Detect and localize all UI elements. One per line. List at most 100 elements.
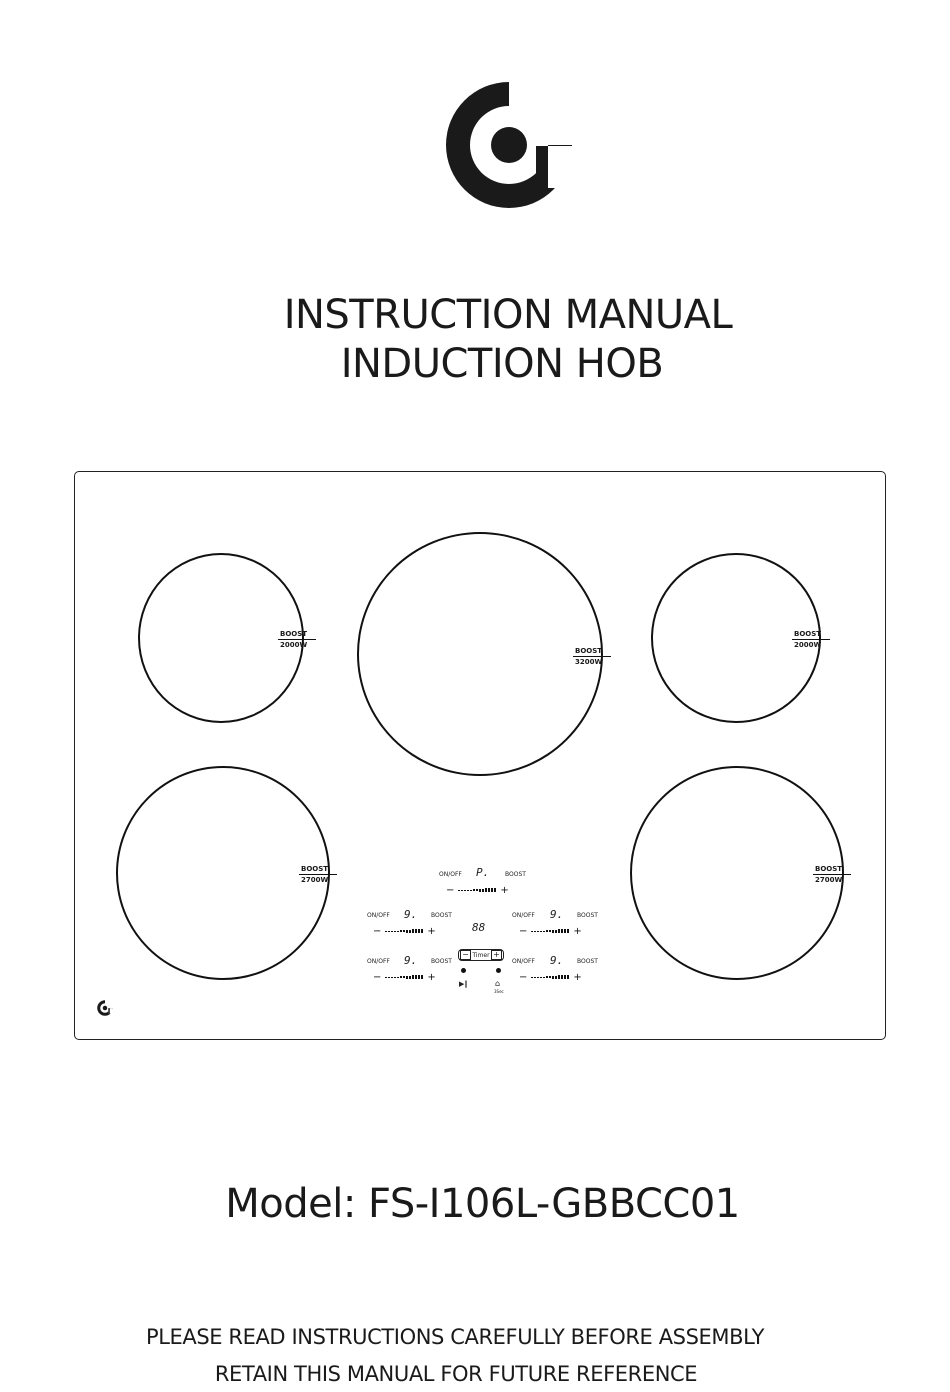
slider-bar <box>552 929 555 933</box>
slider-bar <box>412 975 415 979</box>
slider-bar <box>403 930 406 932</box>
minus-icon: − <box>446 884 455 896</box>
timer-label: Timer <box>472 951 490 959</box>
slider-bar <box>394 930 397 932</box>
slider-bar <box>494 888 497 892</box>
slider-bar <box>534 930 537 932</box>
slider-bars <box>531 975 570 979</box>
slider-bar <box>415 975 418 979</box>
slider-bar <box>479 888 482 892</box>
power-slider-left-upper: − + <box>373 925 436 937</box>
slider-bar <box>549 976 552 978</box>
timer-control: − Timer + <box>458 949 504 961</box>
lock-caption: 3Sec <box>494 989 504 994</box>
slider-bar <box>558 929 561 933</box>
slider-bar <box>561 929 564 933</box>
slider-bar <box>482 888 485 892</box>
instruction-note-1: PLEASE READ INSTRUCTIONS CAREFULLY BEFOR… <box>145 1325 765 1349</box>
plus-icon: + <box>573 971 582 983</box>
slider-bar <box>409 975 412 979</box>
zone-rear-left <box>138 553 304 723</box>
slider-bar <box>406 929 409 933</box>
timer-minus-icon: − <box>460 950 471 960</box>
slider-bar <box>531 930 534 932</box>
slider-bar <box>397 930 400 932</box>
slider-bar <box>400 930 403 932</box>
on-off-label: ON/OFF <box>512 958 535 965</box>
slider-bar <box>470 889 473 891</box>
title-line-1: INSTRUCTION MANUAL <box>283 292 733 338</box>
slider-bar <box>406 975 409 979</box>
zone-front-right-label: BOOST 2700W <box>813 864 851 885</box>
slider-bar <box>567 975 570 979</box>
slider-bar <box>540 930 543 932</box>
slider-bars <box>458 888 497 892</box>
slider-bar <box>400 976 403 978</box>
minus-icon: − <box>519 925 528 937</box>
slider-bar <box>403 976 406 978</box>
slider-bar <box>385 930 388 932</box>
plus-icon: + <box>427 971 436 983</box>
zone-rear-center-label: BOOST 3200W <box>573 646 611 667</box>
zone-front-right <box>630 766 844 980</box>
center-display: P. <box>476 866 490 879</box>
zone-rear-right <box>651 553 821 723</box>
on-off-label: ON/OFF <box>367 912 390 919</box>
zone-front-left-label: BOOST 2700W <box>299 864 337 885</box>
slider-bar <box>552 975 555 979</box>
boost-label: BOOST <box>577 958 598 965</box>
slider-bar <box>488 888 491 892</box>
boost-label: BOOST <box>431 912 452 919</box>
boost-label: BOOST <box>813 864 851 875</box>
slider-bar <box>561 975 564 979</box>
timer-plus-icon: + <box>491 950 502 960</box>
minus-icon: − <box>519 971 528 983</box>
zone-front-left <box>116 766 330 980</box>
boost-label: BOOST <box>431 958 452 965</box>
on-off-label: ON/OFF <box>439 871 462 878</box>
slider-bar <box>467 889 470 891</box>
slider-bar <box>558 975 561 979</box>
pause-indicator-dot <box>461 968 466 973</box>
slider-bar <box>391 976 394 978</box>
slider-bar <box>418 929 421 933</box>
slider-bar <box>543 976 546 978</box>
minus-icon: − <box>373 925 382 937</box>
power-label: 2700W <box>301 876 329 884</box>
minus-icon: − <box>373 971 382 983</box>
slider-bar <box>546 976 549 978</box>
power-slider-left-lower: − + <box>373 971 436 983</box>
boost-label: BOOST <box>573 646 611 657</box>
slider-bars <box>385 975 424 979</box>
slider-bar <box>476 889 479 891</box>
power-label: 3200W <box>575 658 603 666</box>
slider-bar <box>531 976 534 978</box>
brand-logo-icon <box>446 82 572 208</box>
lock-indicator-dot <box>496 968 501 973</box>
slider-bar <box>394 976 397 978</box>
slider-bar <box>473 889 476 891</box>
slider-bar <box>546 930 549 932</box>
slider-bar <box>549 930 552 932</box>
boost-label: BOOST <box>505 871 526 878</box>
on-off-label: ON/OFF <box>512 912 535 919</box>
slider-bar <box>564 929 567 933</box>
slider-bars <box>531 929 570 933</box>
zone-rear-center <box>357 532 603 776</box>
plus-icon: + <box>427 925 436 937</box>
zone-rear-left-label: BOOST 2000W <box>278 629 316 650</box>
slider-bar <box>388 930 391 932</box>
slider-bar <box>418 975 421 979</box>
slider-bar <box>409 929 412 933</box>
boost-label: BOOST <box>577 912 598 919</box>
slider-bar <box>567 929 570 933</box>
slider-bar <box>385 976 388 978</box>
plus-icon: + <box>500 884 509 896</box>
slider-bar <box>537 930 540 932</box>
power-slider-right-lower: − + <box>519 971 582 983</box>
slider-bar <box>421 975 424 979</box>
power-slider-center: − + <box>446 884 509 896</box>
slider-bar <box>491 888 494 892</box>
slider-bar <box>391 930 394 932</box>
slider-bar <box>458 889 461 891</box>
